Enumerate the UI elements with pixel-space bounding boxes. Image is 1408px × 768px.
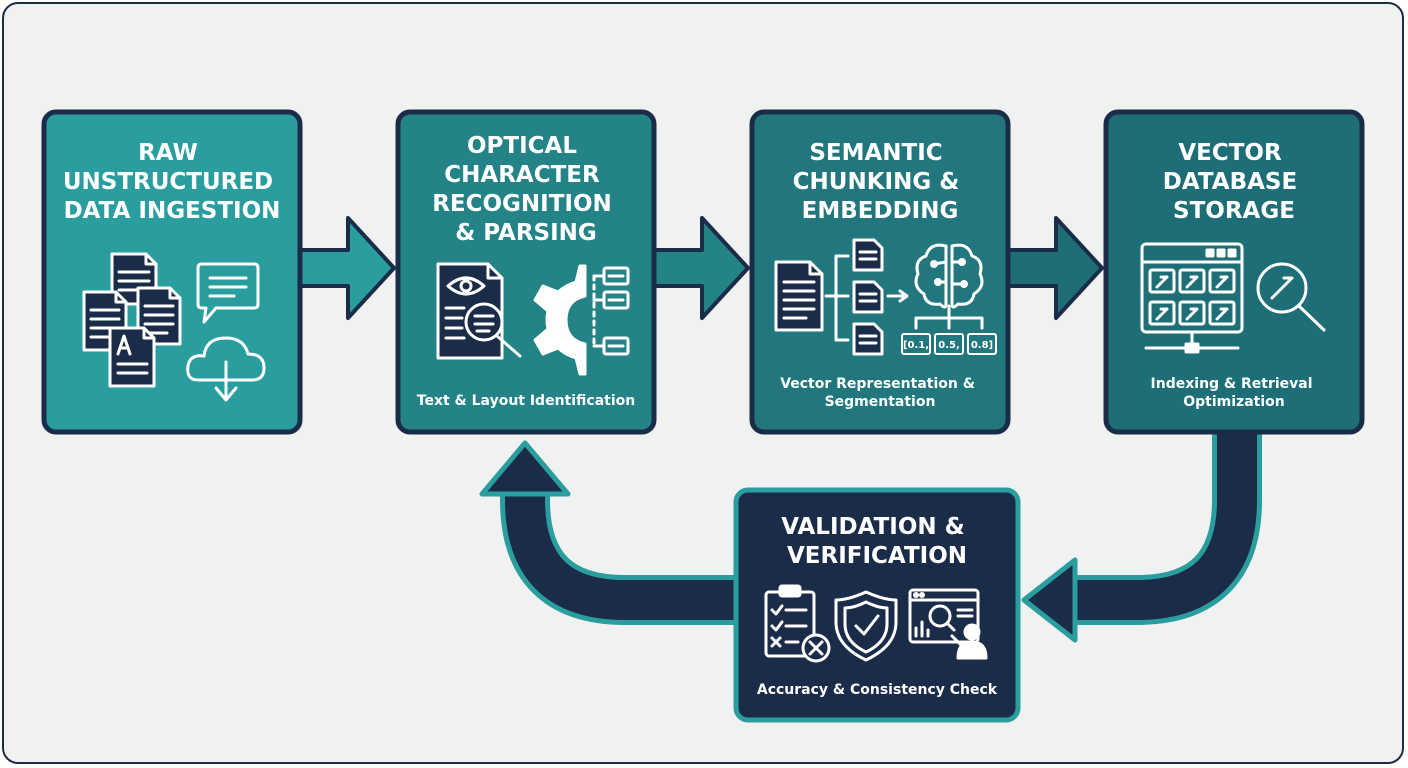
arrow-2-to-3: [650, 216, 750, 320]
arrow-3-to-4: [1004, 216, 1104, 320]
stage-3-subtitle: Vector Representation & Segmentation: [780, 376, 980, 410]
stage-box-1: [41, 109, 303, 435]
documents-icon: [82, 252, 182, 388]
validation-subtitle: Accuracy & Consistency Check: [757, 682, 998, 698]
vector-label-1: 0.5,: [938, 340, 960, 351]
stage-4-title: VECTOR DATABASE STORAGE: [1163, 140, 1305, 224]
stage-box-2: [395, 109, 657, 435]
stage-1-title: RAW UNSTRUCTURED DATA INGESTION: [63, 140, 281, 224]
analytics-person-icon: [908, 588, 988, 660]
stage-4-subtitle: Indexing & Retrieval Optimization: [1151, 376, 1318, 410]
document-eye-magnifier-icon: [436, 262, 522, 360]
cloud-download-icon: [186, 336, 266, 402]
vector-label-2: 0.8]: [971, 340, 993, 351]
document-split-icon: [774, 238, 909, 356]
brain-icon: [914, 243, 984, 330]
checklist-icon: [764, 584, 831, 663]
gear-structure-icon: [533, 264, 630, 376]
database-grid-icon: [1140, 242, 1244, 354]
arrow-validation-to-2: [479, 440, 740, 625]
arrow-4-to-validation: [1021, 432, 1262, 643]
magnifier-icon: [1256, 262, 1326, 332]
chat-bubble-icon: [196, 262, 260, 324]
arrow-1-to-2: [296, 216, 396, 320]
shield-check-icon: [834, 590, 898, 662]
vector-label-boxes: [901, 333, 997, 355]
stage-3-title: SEMANTIC CHUNKING & EMBEDDING: [793, 140, 968, 224]
stage-box-3: [749, 109, 1011, 435]
stage-2-title: OPTICAL CHARACTER RECOGNITION & PARSING: [432, 133, 620, 246]
stage-2-subtitle: Text & Layout Identification: [417, 393, 635, 409]
vector-label-0: [0.1,: [903, 340, 929, 351]
validation-title: VALIDATION & VERIFICATION: [781, 514, 973, 569]
